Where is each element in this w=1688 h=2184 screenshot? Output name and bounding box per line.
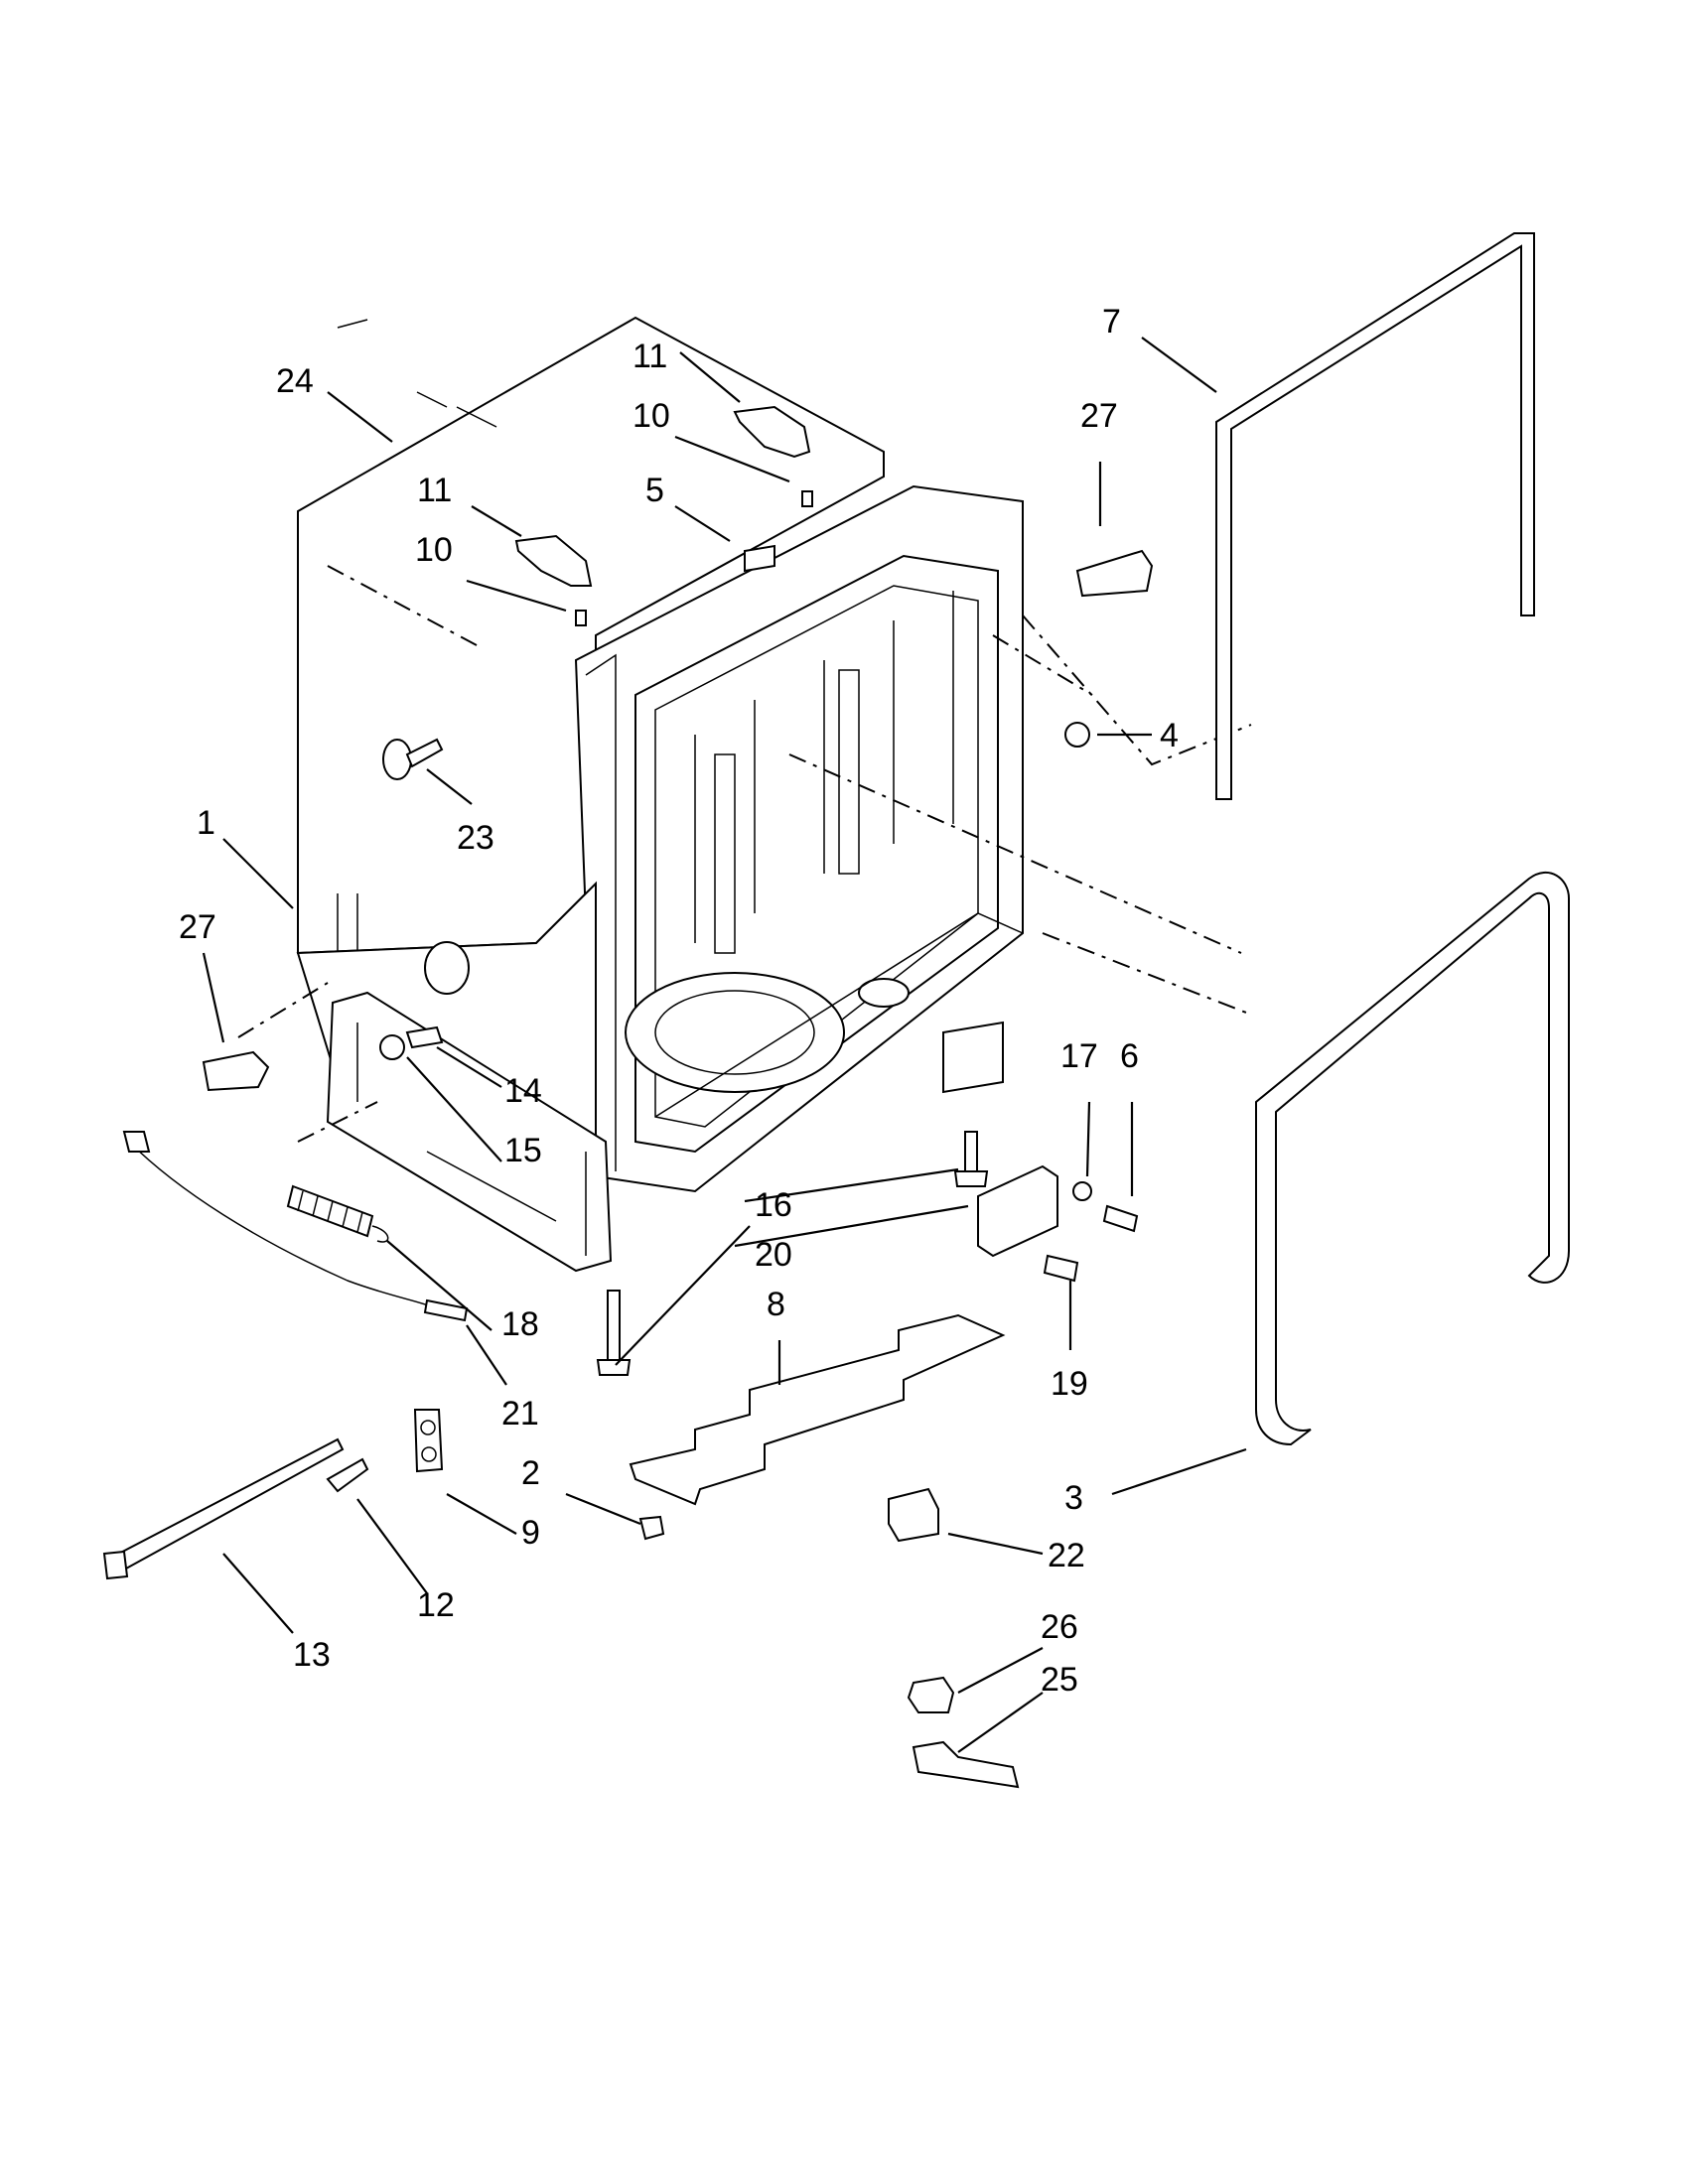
leveling-leg-left xyxy=(596,1290,632,1376)
callout-14: 14 xyxy=(504,1072,542,1110)
door-gasket-side xyxy=(1215,232,1535,800)
grommet-15 xyxy=(379,1034,405,1060)
tab-5 xyxy=(744,544,775,573)
callout-24: 24 xyxy=(276,362,314,400)
callout-9: 9 xyxy=(521,1514,540,1552)
cable-tie xyxy=(102,1437,345,1580)
callout-19: 19 xyxy=(1051,1365,1088,1403)
callout-17: 17 xyxy=(1060,1037,1098,1075)
spring xyxy=(286,1184,389,1243)
cable xyxy=(122,1131,469,1322)
plug xyxy=(1064,722,1090,748)
screw-12 xyxy=(326,1457,369,1493)
bracket-upper xyxy=(733,405,811,459)
callout-11-upper: 11 xyxy=(633,338,667,375)
callout-22: 22 xyxy=(1048,1537,1085,1574)
callout-5: 5 xyxy=(645,472,664,509)
callout-6: 6 xyxy=(1120,1037,1139,1075)
switch-26 xyxy=(907,1676,955,1713)
screw-6 xyxy=(1102,1204,1139,1233)
callout-11-lower: 11 xyxy=(417,472,452,509)
callout-27-left: 27 xyxy=(179,908,216,946)
screw-19 xyxy=(1043,1254,1079,1283)
connector-22 xyxy=(888,1487,939,1543)
callout-2: 2 xyxy=(521,1454,540,1492)
callout-27-top: 27 xyxy=(1080,397,1118,435)
leveling-leg-right xyxy=(953,1131,989,1187)
callout-7: 7 xyxy=(1102,303,1121,341)
callout-23: 23 xyxy=(457,819,494,857)
bracket-20 xyxy=(977,1164,1058,1258)
callout-4: 4 xyxy=(1160,717,1179,754)
callout-25: 25 xyxy=(1041,1661,1078,1699)
clip-left xyxy=(202,1050,270,1092)
bracket-lower xyxy=(514,534,593,587)
leader-arrows xyxy=(202,337,1247,1753)
callout-10-lower: 10 xyxy=(415,531,453,569)
callout-3: 3 xyxy=(1064,1479,1083,1517)
bracket-25 xyxy=(912,1740,1020,1789)
callout-21: 21 xyxy=(501,1395,539,1433)
callout-16: 16 xyxy=(755,1186,792,1224)
shield-8 xyxy=(629,1313,1006,1506)
callout-18: 18 xyxy=(501,1305,539,1343)
callout-20: 20 xyxy=(755,1236,792,1274)
clip-top-right xyxy=(1075,549,1154,598)
callout-10-upper: 10 xyxy=(633,397,670,435)
screw-lower xyxy=(575,610,587,626)
callout-15: 15 xyxy=(504,1132,542,1169)
screw-upper xyxy=(801,490,813,507)
door-gasket-bottom xyxy=(1255,872,1570,1446)
push-pin xyxy=(382,738,444,780)
callout-8: 8 xyxy=(767,1286,785,1323)
screw-14 xyxy=(405,1025,444,1049)
plug-2 xyxy=(638,1515,665,1541)
callout-12: 12 xyxy=(417,1586,455,1624)
washer-17 xyxy=(1072,1181,1092,1201)
dishwasher-tub xyxy=(296,316,1024,1273)
grommet-9 xyxy=(413,1409,444,1473)
callout-26: 26 xyxy=(1041,1608,1078,1646)
callout-13: 13 xyxy=(293,1636,331,1674)
callout-1: 1 xyxy=(197,804,215,842)
